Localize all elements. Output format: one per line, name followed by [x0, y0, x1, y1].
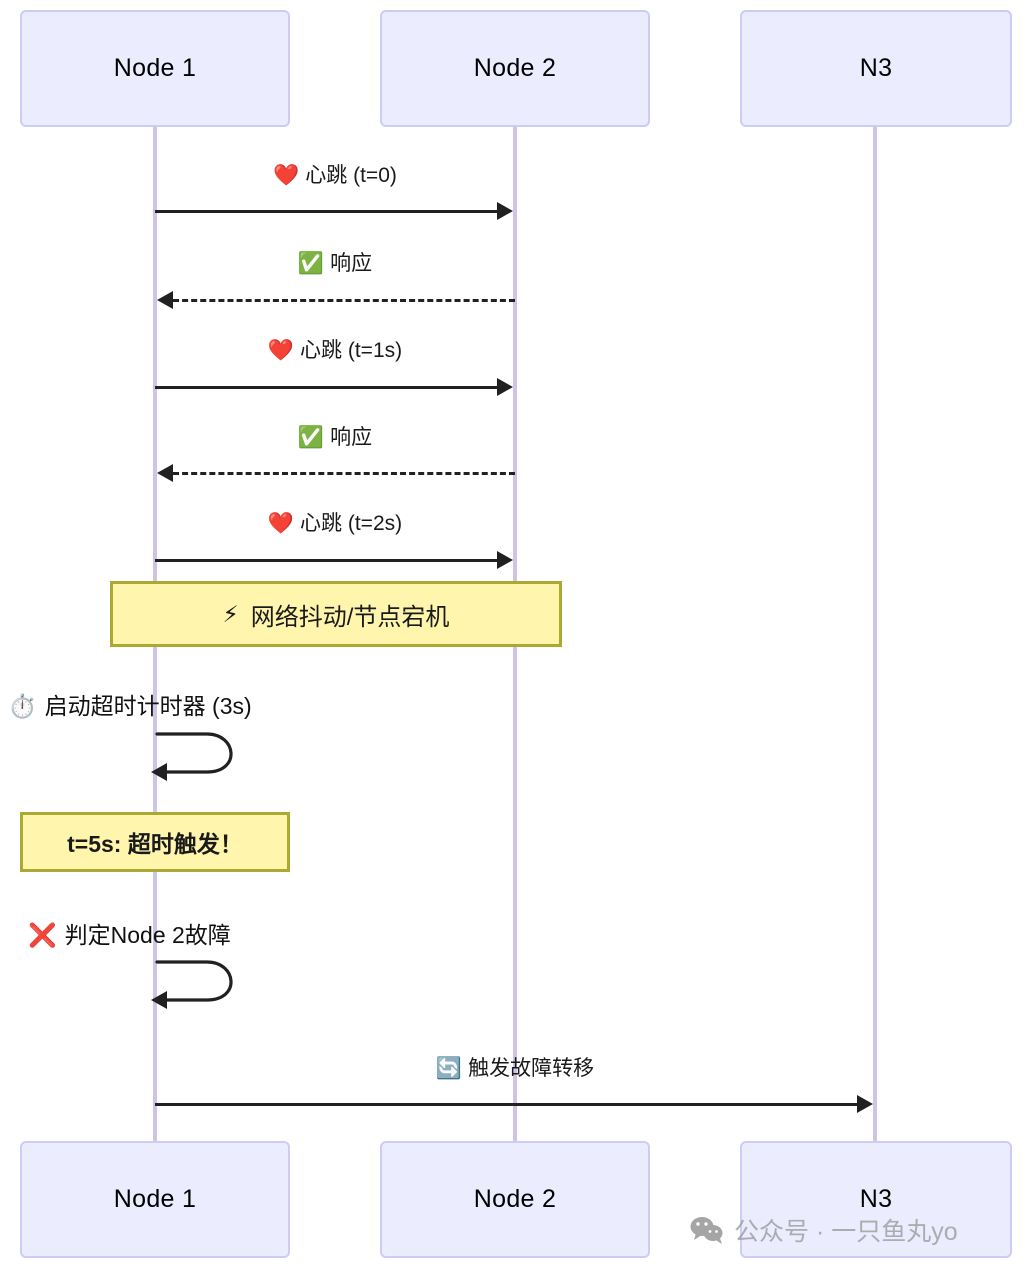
message-text: 响应 — [330, 426, 373, 449]
self-message-text: 判定Node 2故障 — [64, 922, 231, 948]
participant-footer-node-1[interactable]: Node 1 — [20, 1141, 290, 1258]
participant-header-n3[interactable]: N3 — [740, 10, 1012, 127]
message-label-response-2: ✅响应 — [298, 426, 372, 449]
participant-label: N3 — [859, 1185, 893, 1213]
participant-label: Node 1 — [113, 1185, 197, 1213]
message-label-heartbeat-t2s: ❤️心跳 (t=2s) — [268, 512, 402, 535]
arrowhead-right-icon — [497, 378, 513, 396]
refresh-icon: 🔄 — [435, 1057, 463, 1080]
participant-footer-n3[interactable]: N3 — [740, 1141, 1012, 1258]
message-line-response-2 — [173, 472, 515, 475]
arrowhead-left-icon — [157, 291, 173, 309]
self-message-text: 启动超时计时器 (3s) — [44, 693, 252, 719]
check-mark-icon: ✅ — [297, 426, 325, 449]
note-network-jitter: ⚡ 网络抖动/节点宕机 — [110, 581, 562, 647]
cross-mark-icon: ❌ — [28, 922, 57, 948]
self-loop-arrow-declare-failure — [151, 960, 233, 1009]
message-label-heartbeat-t1s: ❤️心跳 (t=1s) — [268, 339, 402, 362]
participant-label: Node 2 — [473, 54, 557, 82]
arrowhead-right-icon — [857, 1095, 873, 1113]
lightning-icon: ⚡ — [222, 600, 239, 627]
self-message-label-declare-failure: ❌ 判定Node 2故障 — [28, 916, 231, 950]
heart-icon: ❤️ — [273, 164, 300, 187]
message-line-heartbeat-t1s — [155, 386, 497, 389]
message-line-heartbeat-t0 — [155, 210, 497, 213]
message-line-trigger-failover — [155, 1103, 857, 1106]
participant-footer-node-2[interactable]: Node 2 — [380, 1141, 650, 1258]
self-message-label-start-timer: ⏱️ 启动超时计时器 (3s) — [8, 687, 252, 721]
message-text: 心跳 (t=0) — [305, 164, 397, 187]
stopwatch-icon: ⏱️ — [8, 693, 37, 719]
participant-label: Node 2 — [473, 1185, 557, 1213]
lifeline-n3 — [873, 126, 877, 1142]
arrowhead-left-icon — [157, 464, 173, 482]
participant-label: N3 — [859, 54, 893, 82]
note-text: 网络抖动/节点宕机 — [250, 603, 450, 631]
message-label-heartbeat-t0: ❤️心跳 (t=0) — [273, 164, 397, 187]
wechat-icon — [690, 1217, 723, 1244]
message-text: 响应 — [330, 252, 373, 275]
self-loop-arrow-start-timer — [151, 732, 233, 781]
note-timeout-fired: t=5s: 超时触发！ — [20, 812, 290, 872]
participant-header-node-2[interactable]: Node 2 — [380, 10, 650, 127]
arrowhead-right-icon — [497, 551, 513, 569]
heart-icon: ❤️ — [267, 339, 295, 362]
heart-icon: ❤️ — [267, 512, 295, 535]
note-text: t=5s: 超时触发！ — [67, 831, 243, 857]
message-text: 触发故障转移 — [468, 1057, 595, 1080]
participant-label: Node 1 — [113, 54, 197, 82]
message-label-response-1: ✅响应 — [298, 252, 372, 275]
check-mark-icon: ✅ — [297, 252, 325, 275]
message-text: 心跳 (t=2s) — [300, 512, 403, 535]
arrowhead-right-icon — [497, 202, 513, 220]
message-line-response-1 — [173, 299, 515, 302]
participant-header-node-1[interactable]: Node 1 — [20, 10, 290, 127]
message-text: 心跳 (t=1s) — [300, 339, 403, 362]
message-label-trigger-failover: 🔄触发故障转移 — [436, 1057, 594, 1080]
message-line-heartbeat-t2s — [155, 559, 497, 562]
